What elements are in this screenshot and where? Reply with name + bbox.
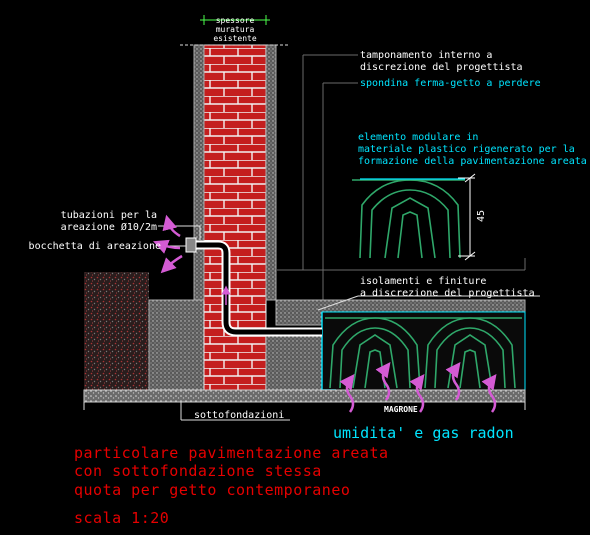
- tamponamento-label-2: discrezione del progettista: [360, 62, 523, 73]
- elemento-label-2: materiale plastico rigenerato per la: [358, 144, 575, 155]
- magrone-base: [83, 389, 526, 403]
- magrone-label: MAGRONE: [384, 405, 418, 414]
- brick-wall: [203, 44, 267, 391]
- vent-grille: [185, 237, 197, 253]
- isolamenti-label-1: isolamenti e finiture: [360, 276, 486, 287]
- wall-thickness-label-2: muratura: [216, 25, 255, 34]
- tubazioni-label-2: areazione Ø10/2m: [61, 221, 157, 233]
- earth-fill: [84, 272, 149, 390]
- right-leaders: [317, 295, 540, 311]
- guide-lines: [277, 54, 526, 310]
- wall-thickness-label-3: esistente: [213, 34, 257, 43]
- dimension-label: 45: [476, 210, 487, 222]
- dimension-45: [458, 173, 476, 261]
- bocchetta-label: bocchetta di areazione: [29, 241, 161, 252]
- wall-thickness-dim: [200, 15, 270, 25]
- modular-element-detail: [352, 179, 465, 259]
- umidita-label: umidita' e gas radon: [333, 424, 514, 442]
- scale-label: scala 1:20: [74, 509, 169, 527]
- elemento-label-1: elemento modulare in: [358, 132, 478, 143]
- title-line-3: quota per getto contemporaneo: [74, 481, 350, 499]
- wall-plaster: [265, 44, 277, 301]
- ground-ticks: [83, 402, 526, 410]
- radon-arrows: [339, 361, 497, 413]
- right-foundation: [265, 329, 323, 391]
- elemento-label-3: formazione della pavimentazione areata: [358, 156, 587, 167]
- vent-arrows-left: [153, 214, 183, 274]
- bottom-leader: [180, 402, 290, 421]
- tubazioni-label-1: tubazioni per la: [61, 210, 157, 221]
- tamponamento-label-1: tamponamento interno a: [360, 50, 492, 61]
- title-line-2: con sottofondazione stessa: [74, 462, 322, 480]
- spondina-label: spondina ferma-getto a perdere: [360, 78, 541, 89]
- wall-thickness-label-1: spessore: [216, 16, 255, 25]
- wall-plaster-left: [193, 44, 205, 301]
- isolamenti-label-2: a discrezione del progettista: [360, 288, 535, 299]
- sottofondazioni-label: sottofondazioni: [194, 410, 284, 421]
- title-line-1: particolare pavimentazione areata: [74, 444, 389, 462]
- left-foundation: [148, 299, 205, 391]
